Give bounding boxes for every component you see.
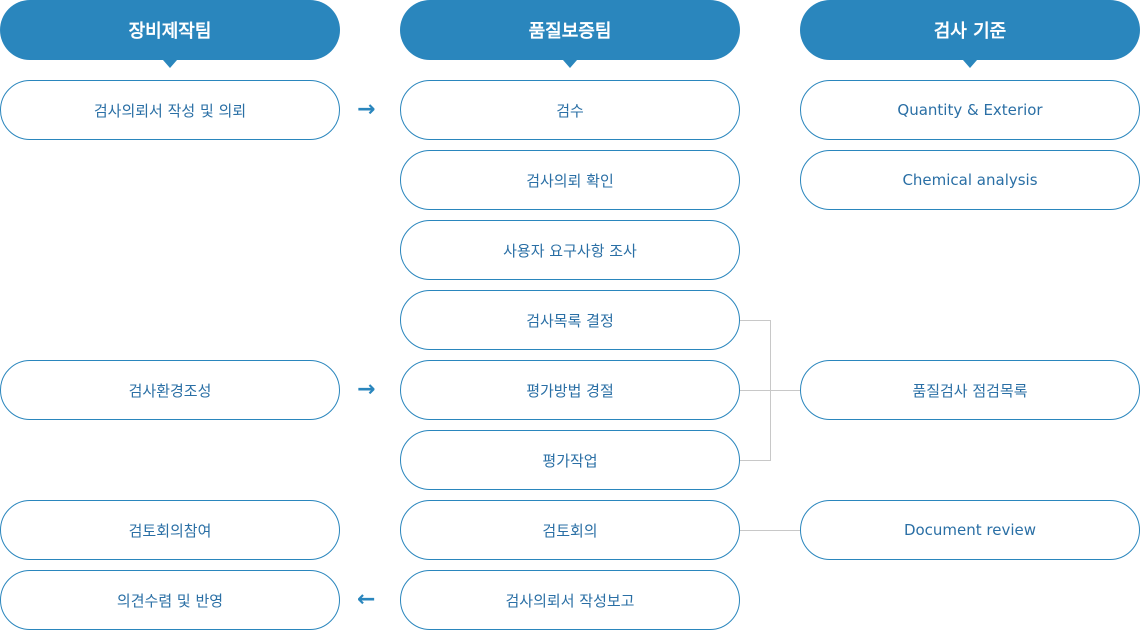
header-inspection-criteria: 검사 기준 <box>800 0 1140 68</box>
header-equipment-team: 장비제작팀 <box>0 0 340 68</box>
arrow-right-icon: → <box>357 377 376 402</box>
criteria-checklist: 품질검사 점검목록 <box>800 360 1140 420</box>
criteria-document: Document review <box>800 500 1140 560</box>
header-label: 장비제작팀 <box>128 21 212 42</box>
step-evaluation: 평가작업 <box>400 430 740 490</box>
header-pointer-icon <box>563 60 577 68</box>
header-pointer-icon <box>963 60 977 68</box>
step-confirm: 검사의뢰 확인 <box>400 150 740 210</box>
step-request: 검사의뢰서 작성 및 의뢰 <box>0 80 340 140</box>
header-quality-team: 품질보증팀 <box>400 0 740 68</box>
header-label: 검사 기준 <box>933 21 1007 42</box>
step-list-decision: 검사목록 결정 <box>400 290 740 350</box>
criteria-chemical: Chemical analysis <box>800 150 1140 210</box>
step-feedback: 의견수렴 및 반영 <box>0 570 340 630</box>
connector-line <box>740 460 770 461</box>
step-report: 검사의뢰서 작성보고 <box>400 570 740 630</box>
arrow-right-icon: → <box>357 97 376 122</box>
step-environment: 검사환경조성 <box>0 360 340 420</box>
step-method-decision: 평가방법 경절 <box>400 360 740 420</box>
criteria-quantity: Quantity & Exterior <box>800 80 1140 140</box>
connector-line <box>740 320 770 321</box>
header-pointer-icon <box>163 60 177 68</box>
step-receipt: 검수 <box>400 80 740 140</box>
step-review-meeting: 검토회의참여 <box>0 500 340 560</box>
step-survey: 사용자 요구사항 조사 <box>400 220 740 280</box>
arrow-left-icon: ← <box>357 587 376 612</box>
header-label: 품질보증팀 <box>528 21 612 42</box>
step-review: 검토회의 <box>400 500 740 560</box>
connector-bracket <box>770 320 771 461</box>
connector-line <box>740 530 800 531</box>
